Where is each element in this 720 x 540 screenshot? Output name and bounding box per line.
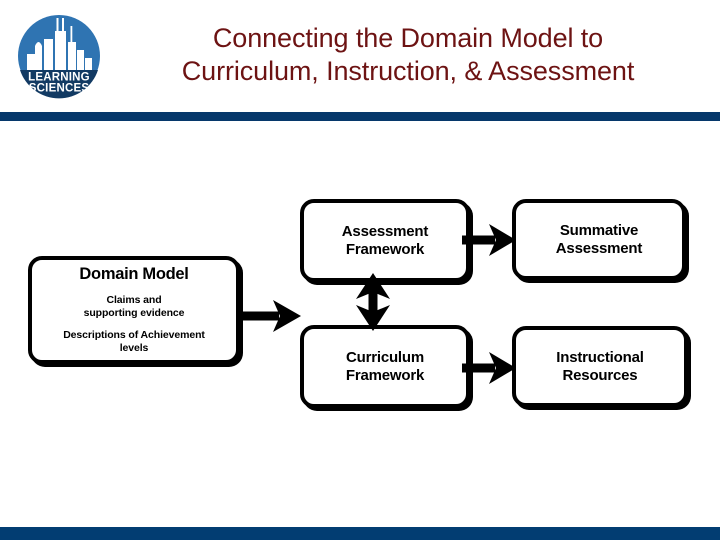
header-divider-rule bbox=[0, 112, 720, 121]
footer-bar bbox=[0, 527, 720, 540]
arrow-right-icon-domain-model-to-frameworks bbox=[239, 297, 303, 340]
arrow-right-icon-assessment-to-summative bbox=[462, 221, 518, 264]
flowchart-diagram: Domain Model Claims and supporting evide… bbox=[0, 121, 720, 527]
node-domain-model-line-2: supporting evidence bbox=[83, 306, 185, 319]
node-assessment-framework[interactable]: Assessment Framework bbox=[300, 199, 470, 282]
node-curriculum-framework-line-2: Framework bbox=[345, 366, 425, 384]
node-instructional-resources-line-2: Resources bbox=[562, 366, 638, 384]
node-summative-assessment-line-1: Summative bbox=[559, 221, 639, 239]
page-title: Connecting the Domain Model to Curriculu… bbox=[96, 22, 720, 88]
node-domain-model-line-1: Claims and bbox=[106, 293, 162, 306]
node-curriculum-framework-line-1: Curriculum bbox=[345, 348, 424, 366]
node-instructional-resources-line-1: Instructional bbox=[556, 348, 644, 366]
page-title-line-2: Curriculum, Instruction, & Assessment bbox=[181, 55, 635, 86]
node-domain-model-title: Domain Model bbox=[79, 265, 189, 283]
learning-sciences-logo: LEARNING SCIENCES bbox=[11, 8, 107, 104]
logo-line1: LEARNING bbox=[28, 72, 90, 84]
page-title-line-1: Connecting the Domain Model to bbox=[212, 23, 604, 53]
node-domain-model-line-4: levels bbox=[119, 342, 149, 355]
node-assessment-framework-line-2: Framework bbox=[345, 240, 425, 258]
arrow-double-vertical-icon-assessment-curriculum-link bbox=[350, 273, 396, 336]
node-summative-assessment-line-2: Assessment bbox=[555, 239, 643, 257]
node-assessment-framework-line-1: Assessment bbox=[341, 222, 429, 240]
node-instructional-resources[interactable]: Instructional Resources bbox=[512, 326, 688, 407]
node-domain-model-line-3: Descriptions of Achievement bbox=[63, 329, 205, 342]
node-summative-assessment[interactable]: Summative Assessment bbox=[512, 199, 686, 280]
arrow-right-icon-curriculum-to-instructional bbox=[462, 349, 518, 392]
node-domain-model[interactable]: Domain Model Claims and supporting evide… bbox=[28, 256, 240, 364]
slide-header: LEARNING SCIENCES Connecting the Domain … bbox=[0, 0, 720, 121]
logo-line2: SCIENCES bbox=[29, 83, 90, 95]
node-curriculum-framework[interactable]: Curriculum Framework bbox=[300, 325, 470, 408]
